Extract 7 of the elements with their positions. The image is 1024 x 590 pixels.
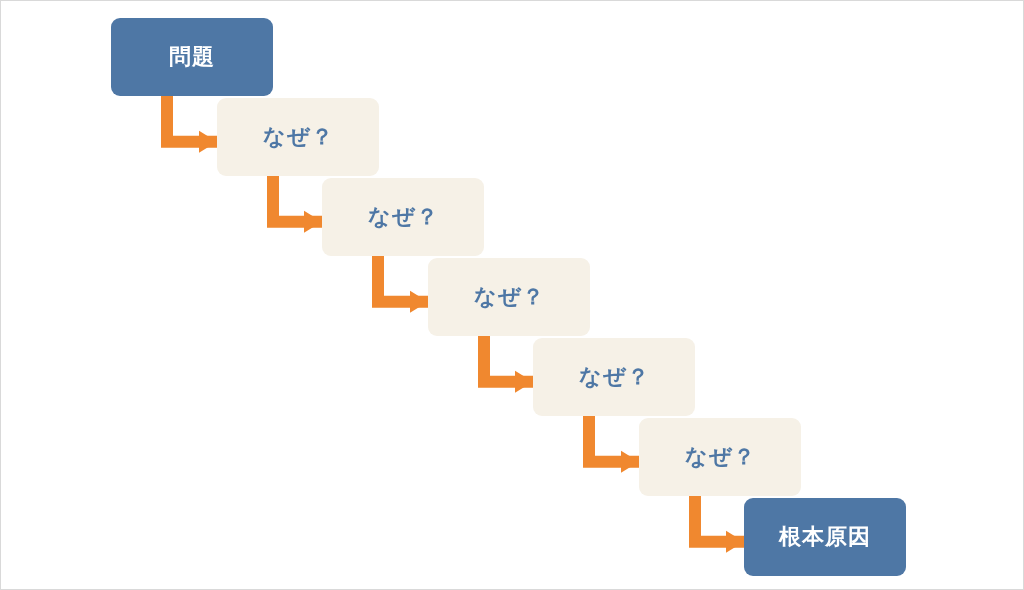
- why-box: なぜ？: [639, 418, 801, 496]
- problem-box: 問題: [111, 18, 273, 96]
- why-box: なぜ？: [533, 338, 695, 416]
- why-box: なぜ？: [322, 178, 484, 256]
- root-cause-box: 根本原因: [744, 498, 906, 576]
- why-box: なぜ？: [428, 258, 590, 336]
- why-box: なぜ？: [217, 98, 379, 176]
